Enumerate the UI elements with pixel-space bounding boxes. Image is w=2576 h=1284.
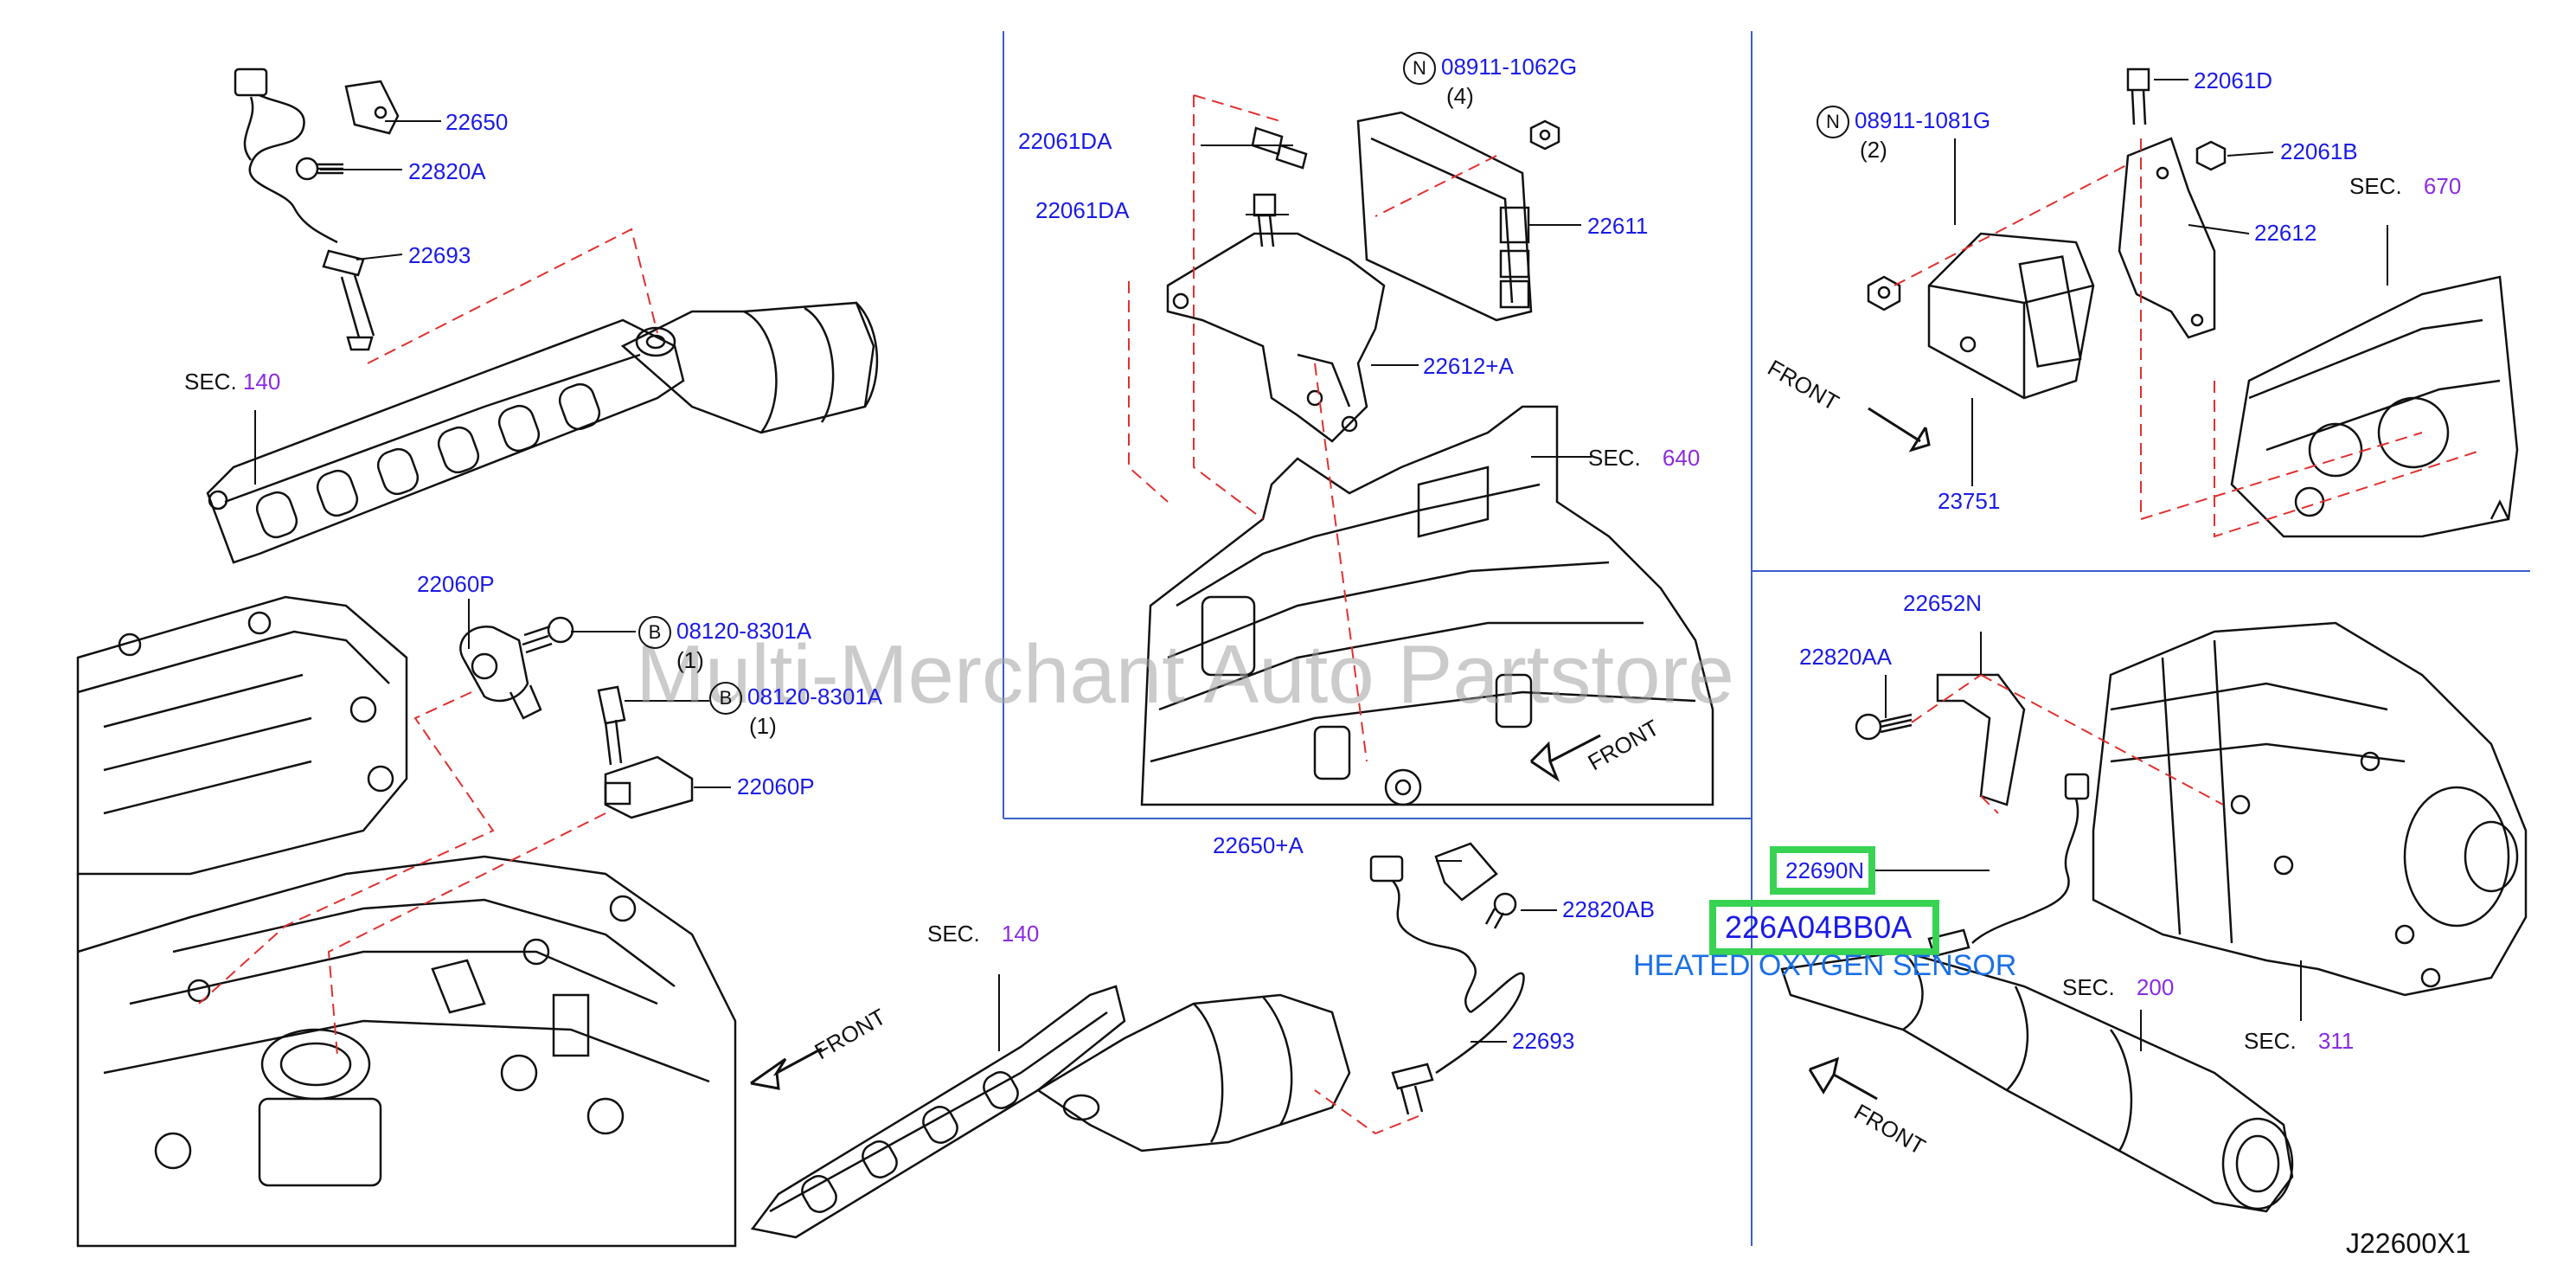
- part-label-22061DA-upper[interactable]: 22061DA: [1018, 128, 1112, 154]
- part-label-22820AB[interactable]: 22820AB: [1562, 896, 1655, 922]
- watermark: Multi-Merchant Auto Partstore: [636, 628, 1734, 721]
- part-qty-08911-1081G: (2): [1860, 137, 1887, 163]
- bottom-center-manifold-art: [750, 842, 1525, 1239]
- section-prefix: SEC.: [2062, 974, 2115, 1000]
- part-qty-08120-upper: (1): [676, 647, 704, 673]
- ecm-bracket-art: [1140, 111, 1714, 806]
- section-number: 200: [2136, 974, 2175, 1000]
- section-number: 311: [2317, 1028, 2355, 1054]
- section-ref-140-top[interactable]: SEC. 140: [184, 369, 280, 395]
- part-label-22693-bottom[interactable]: 22693: [1512, 1028, 1575, 1054]
- section-prefix: SEC.: [2349, 173, 2402, 199]
- engine-leaders: [198, 691, 606, 1056]
- part-qty-08911-1062G: (4): [1446, 83, 1474, 109]
- part-label-22611[interactable]: 22611: [1587, 213, 1649, 239]
- diagram-code: J22600X1: [2346, 1228, 2471, 1259]
- section-number: 140: [242, 369, 281, 395]
- section-prefix: SEC.: [2244, 1028, 2297, 1054]
- part-label-22820A[interactable]: 22820A: [408, 158, 486, 184]
- part-label-23751[interactable]: 23751: [1938, 488, 2001, 514]
- top-left-manifold-art: [206, 67, 879, 564]
- engine-block-art: [76, 595, 737, 1248]
- section-ref-640[interactable]: SEC. 640: [1588, 445, 1700, 471]
- tcm-art: [1867, 67, 2519, 538]
- section-ref-311[interactable]: SEC. 311: [2244, 1028, 2354, 1054]
- part-label-22061D[interactable]: 22061D: [2194, 67, 2273, 93]
- sensor-caption: HEATED OXYGEN SENSOR: [1633, 949, 2017, 982]
- part-label-22061DA-lower[interactable]: 22061DA: [1035, 197, 1130, 223]
- highlight-22690N: [1770, 846, 1875, 895]
- section-number: 140: [1001, 921, 1040, 947]
- section-prefix: SEC.: [927, 921, 980, 947]
- part-label-22690N[interactable]: 22690N: [1785, 857, 1865, 883]
- section-prefix: SEC.: [184, 369, 237, 395]
- n-circle-icon: N: [1817, 106, 1849, 138]
- part-label-22060P-bottom[interactable]: 22060P: [737, 774, 815, 799]
- label-leaders: [254, 79, 2388, 1051]
- part-label-226A04BB0A[interactable]: 226A04BB0A: [1725, 909, 1913, 945]
- b-circle-icon: B: [709, 682, 742, 715]
- part-label-22650A[interactable]: 22650+A: [1213, 832, 1304, 858]
- bottom-center-leaders: [1314, 1089, 1419, 1135]
- n-circle-icon: N: [1403, 52, 1436, 85]
- part-label-22060P-top[interactable]: 22060P: [417, 571, 495, 597]
- part-number: 08911-1081G: [1855, 106, 1991, 133]
- section-ref-670[interactable]: SEC. 670: [2349, 173, 2461, 199]
- part-label-22652N[interactable]: 22652N: [1903, 590, 1983, 616]
- front-arrows: [750, 407, 1931, 1101]
- transmission-leaders: [1911, 674, 2224, 814]
- part-label-22612[interactable]: 22612: [2254, 220, 2317, 246]
- part-number: 08120-8301A: [747, 683, 883, 709]
- ecm-leaders: [1128, 94, 1497, 762]
- section-number: 670: [2423, 173, 2462, 199]
- top-left-leaders: [367, 228, 658, 364]
- section-ref-140-bottom[interactable]: SEC. 140: [927, 921, 1039, 947]
- part-number: 08911-1062G: [1441, 53, 1578, 80]
- b-circle-icon: B: [638, 616, 671, 649]
- section-prefix: SEC.: [1588, 445, 1641, 471]
- section-number: 640: [1662, 445, 1701, 471]
- part-label-22820AA[interactable]: 22820AA: [1799, 644, 1892, 670]
- part-label-22061B[interactable]: 22061B: [2280, 138, 2358, 164]
- part-label-22612A[interactable]: 22612+A: [1423, 353, 1514, 379]
- part-label-22693-top[interactable]: 22693: [408, 242, 471, 268]
- part-number: 08120-8301A: [676, 617, 812, 644]
- panel-borders: [1003, 31, 2530, 1246]
- section-ref-200[interactable]: SEC. 200: [2062, 974, 2174, 1000]
- part-label-22650[interactable]: 22650: [445, 109, 509, 135]
- part-qty-08120-lower: (1): [749, 713, 777, 739]
- highlight-226A04BB0A: [1709, 900, 1939, 955]
- tcm-leaders: [1894, 138, 2483, 538]
